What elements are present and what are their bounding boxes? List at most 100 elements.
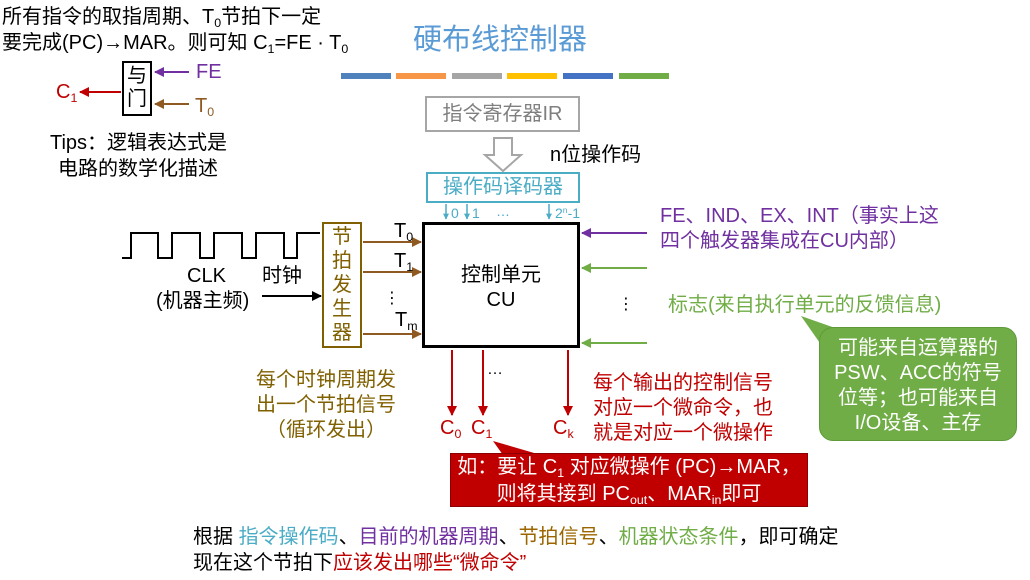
beat-generator-note-line-1: 每个时钟周期发 <box>256 369 396 391</box>
control-signals-ellipsis: … <box>487 361 503 378</box>
summary-segment-opcode: 指令操作码 <box>238 526 339 548</box>
control-signal-c0-label: C0 <box>440 415 461 443</box>
flag-source-callout-line-4: I/O设备、主存 <box>854 412 982 434</box>
control-signal-c0-subscript: 0 <box>454 426 462 441</box>
example-callout-tail <box>493 441 541 455</box>
decoder-output-ellipsis: … <box>496 203 510 219</box>
summary-segment: 现在这个节拍下 <box>193 552 333 574</box>
and-gate-output-base: C <box>56 81 71 103</box>
beat-generator-char-5: 器 <box>332 322 352 344</box>
and-gate-output-label: C1 <box>56 79 77 107</box>
summary-segment-status-condition: 机器状态条件 <box>618 526 739 548</box>
summary-line-2: 现在这个节拍下应该发出哪些“微命令” <box>193 550 526 576</box>
decoder-output-last-superscript: n <box>562 205 568 216</box>
control-signal-ck-subscript: k <box>567 426 574 441</box>
beat-generator-note-line-3: （循环发出） <box>266 419 386 441</box>
flag-source-callout-line-2: PSW、ACC的符号 <box>834 362 1002 384</box>
beat-generator-note: 每个时钟周期发 出一个节拍信号 （循环发出） <box>256 368 396 443</box>
intro-note-line-1-text: 所有指令的取指周期、T <box>2 6 215 28</box>
beat-generator-char-4: 生 <box>332 298 352 320</box>
control-signals-note-line-2: 对应一个微命令，也 <box>593 397 773 419</box>
accent-bar-6 <box>619 73 669 79</box>
example-callout-line-1: 如：要让 C1 对应微操作 (PC)→MAR， <box>451 455 807 482</box>
beat-output-t0-base: T <box>394 220 407 242</box>
clock-waveform <box>122 232 320 259</box>
flag-source-callout-line-3: 位等；也可能来自 <box>838 387 998 409</box>
clock-arrow-label: 时钟 <box>262 265 302 287</box>
ir-to-decoder-arrow <box>482 137 524 173</box>
example-callout-pc-out-subscript: out <box>630 492 648 507</box>
summary-segment: 、 <box>598 526 619 548</box>
example-callout-line-2-text: 则将其接到 PC <box>496 483 630 505</box>
accent-bar-3 <box>452 73 502 79</box>
beat-output-tm-label: Tm <box>395 307 418 335</box>
example-callout-line-1-subscript: 1 <box>557 465 565 480</box>
intro-note-line-2: 要完成(PC)→MAR。则可知 C1=FE · T0 <box>2 30 348 58</box>
and-gate-label-bottom: 门 <box>127 88 147 110</box>
beat-generator-char-2: 拍 <box>332 250 352 272</box>
control-signals-note-line-3: 就是对应一个微操作 <box>593 422 773 444</box>
intro-note-line-2-subscript-2: 0 <box>341 41 349 56</box>
flag-source-callout: 可能来自运算器的 PSW、ACC的符号 位等；也可能来自 I/O设备、主存 <box>819 327 1017 441</box>
and-gate-t0-label: T0 <box>195 93 214 121</box>
intro-note-line-2-middle: =FE · T <box>274 32 342 54</box>
summary-segment: 、 <box>498 526 519 548</box>
example-callout: 如：要让 C1 对应微操作 (PC)→MAR， 则将其接到 PCout、MARi… <box>450 453 808 507</box>
beat-output-tm-base: T <box>395 309 408 331</box>
summary-segment: 、 <box>338 526 359 548</box>
beat-output-t1-base: T <box>394 250 407 272</box>
opcode-width-label: n位操作码 <box>550 144 642 166</box>
tips-line-1: Tips：逻辑表达式是 <box>50 132 228 154</box>
control-signals-note: 每个输出的控制信号 对应一个微命令，也 就是对应一个微操作 <box>593 371 773 446</box>
example-callout-line-2-tail: 即可 <box>721 483 762 505</box>
beat-output-tm-subscript: m <box>407 318 418 333</box>
intro-note-line-2-text: 要完成(PC)→MAR。则可知 C <box>2 32 268 54</box>
trigger-inputs-line-2: 四个触发器集成在CU内部） <box>660 230 909 252</box>
control-signal-c1-base: C <box>471 417 486 439</box>
instruction-register-box: 指令寄存器IR <box>425 96 580 132</box>
flag-source-callout-line-1: 可能来自运算器的 <box>838 337 998 359</box>
clock-name: CLK <box>187 265 226 287</box>
control-unit-abbr: CU <box>486 289 516 311</box>
example-callout-line-1-text: 如：要让 C <box>457 456 558 478</box>
summary-segment-machine-cycle: 目前的机器周期 <box>358 526 499 548</box>
summary-line-1: 根据 指令操作码、目前的机器周期、节拍信号、机器状态条件，即可确定 <box>193 524 839 550</box>
beat-generator-note-line-2: 出一个节拍信号 <box>256 394 396 416</box>
control-signal-c0-base: C <box>440 417 455 439</box>
opcode-decoder-box: 操作码译码器 <box>426 172 580 203</box>
control-unit-label: 控制单元 <box>461 264 541 286</box>
decoder-output-0-label: 0 <box>451 205 459 221</box>
accent-bar-1 <box>341 73 391 79</box>
example-callout-line-2-middle: 、MAR <box>647 483 712 505</box>
summary-segment: 根据 <box>193 526 239 548</box>
and-gate-t0-subscript: 0 <box>207 104 215 119</box>
accent-bar-2 <box>396 73 446 79</box>
example-callout-line-1-tail: 对应微操作 (PC)→MAR， <box>564 456 801 478</box>
opcode-decoder-label: 操作码译码器 <box>443 176 563 198</box>
beat-output-t0-label: T0 <box>394 218 413 246</box>
intro-note-line-2-subscript-1: 1 <box>267 41 275 56</box>
control-signal-ck-label: Ck <box>553 415 574 443</box>
intro-note-line-1: 所有指令的取指周期、T0节拍下一定 <box>2 4 321 32</box>
control-signal-ck-base: C <box>553 417 568 439</box>
and-gate: 与 门 <box>122 61 152 116</box>
beat-output-t1-subscript: 1 <box>406 259 414 274</box>
beat-output-ellipsis: ⋮ <box>384 290 400 307</box>
tips-line-2: 电路的数学化描述 <box>58 158 218 180</box>
control-unit-box: 控制单元 CU <box>422 222 580 348</box>
beat-output-t0-subscript: 0 <box>406 229 414 244</box>
beat-generator-char-1: 节 <box>332 226 352 248</box>
and-gate-fe-label: FE <box>196 61 222 83</box>
slide-title: 硬布线控制器 <box>413 24 588 56</box>
decoder-output-last-base: 2 <box>555 205 563 221</box>
decoder-output-last-tail: -1 <box>567 205 581 221</box>
and-gate-t0-base: T <box>195 95 208 117</box>
example-callout-mar-in-subscript: in <box>711 492 722 507</box>
and-gate-label-top: 与 <box>127 65 147 87</box>
instruction-register-label: 指令寄存器IR <box>442 103 563 125</box>
summary-segment: ，即可确定 <box>738 526 839 548</box>
clock-description: (机器主频) <box>156 290 250 312</box>
status-flags-label: 标志(来自执行单元的反馈信息) <box>668 294 942 316</box>
